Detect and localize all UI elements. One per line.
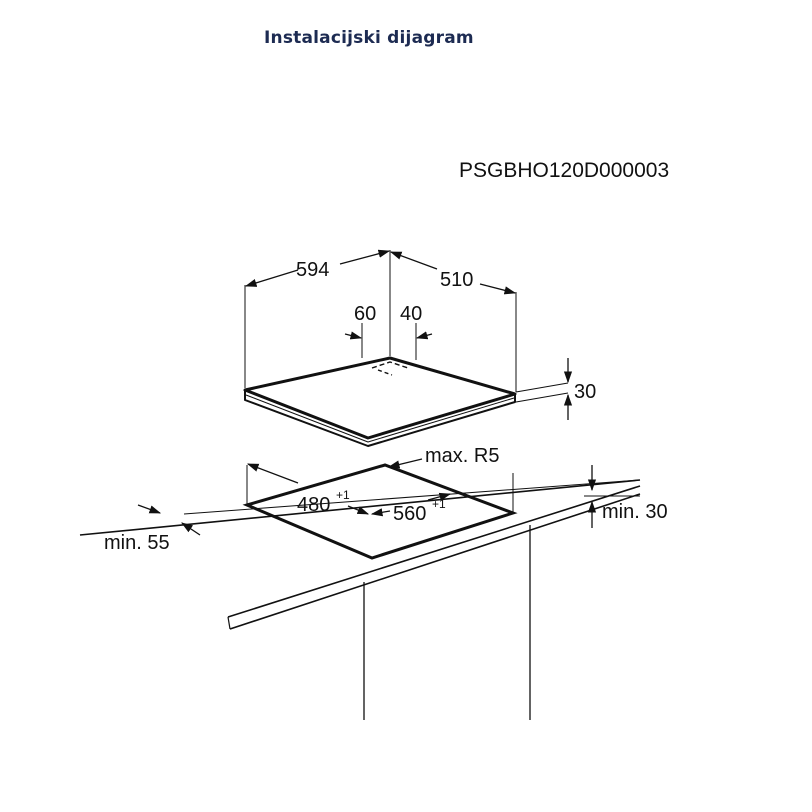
dim-corner-radius: max. R5	[387, 445, 499, 469]
label-height: 30	[574, 381, 596, 403]
dim-cutout-depth-480: 480 +1	[297, 488, 370, 516]
label-cutout-depth: 480	[297, 494, 330, 516]
label-offset-right: 40	[400, 303, 422, 325]
cabinet-sides	[363, 525, 531, 720]
label-min-front: min. 55	[104, 532, 170, 554]
gas-connection-icon	[371, 361, 409, 376]
dim-width-594: 594	[244, 249, 391, 287]
label-cutout-width: 560	[393, 503, 426, 525]
model-code: PSGBHO120D000003	[459, 159, 669, 182]
dim-min-thickness-30: min. 30	[584, 465, 668, 528]
cutout-outline	[242, 463, 518, 560]
label-width: 594	[296, 259, 329, 281]
label-depth: 510	[440, 269, 473, 291]
hob-outline	[243, 356, 517, 447]
dim-min-front-55: min. 55	[104, 504, 201, 554]
page-title: Instalacijski dijagram	[264, 28, 474, 48]
label-min-thickness: min. 30	[602, 501, 668, 523]
label-corner-radius: max. R5	[425, 445, 499, 467]
dim-offsets: 60 40	[344, 300, 433, 340]
label-cutout-depth-tolerance: +1	[336, 488, 350, 502]
dim-depth-510: 510	[389, 251, 517, 295]
dim-height-30: 30	[563, 358, 596, 420]
label-offset-left: 60	[354, 303, 376, 325]
dim-cutout-left	[246, 463, 299, 484]
dim-cutout-width-560: 560 +1	[370, 492, 452, 525]
label-cutout-width-tolerance: +1	[432, 497, 446, 511]
